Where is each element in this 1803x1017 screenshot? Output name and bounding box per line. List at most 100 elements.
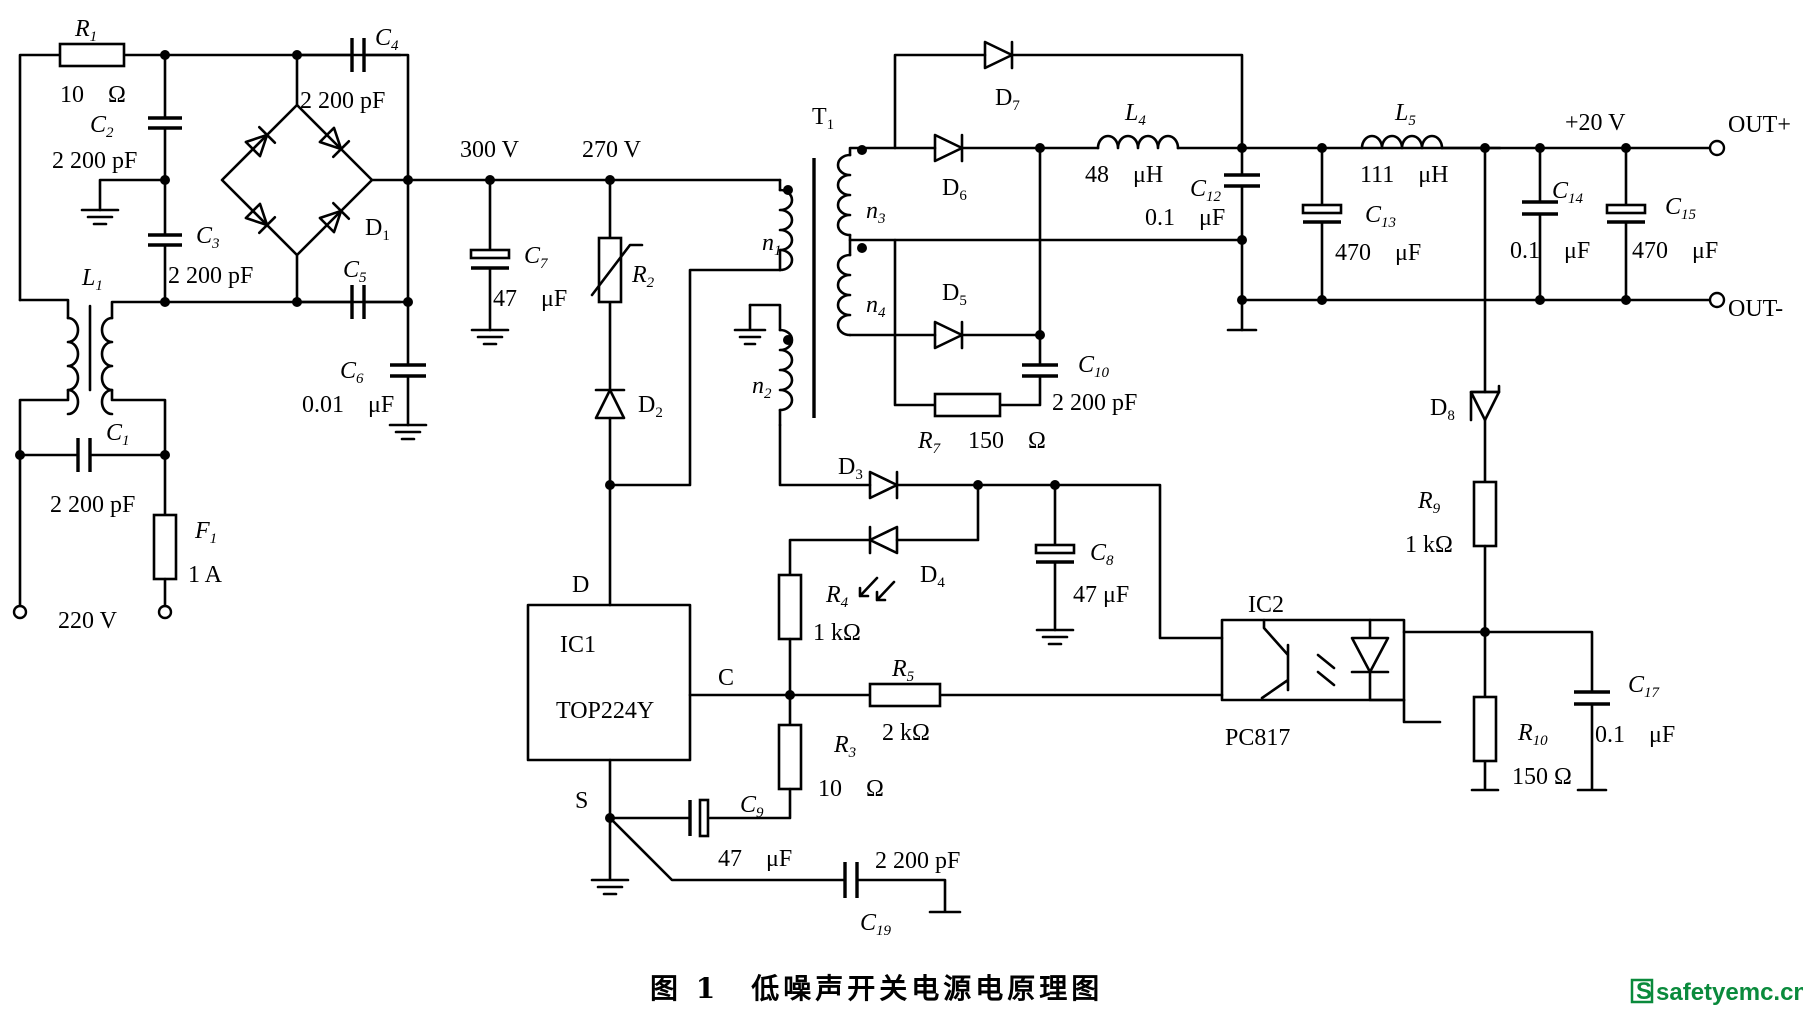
svg-text:C10: C10 bbox=[1078, 352, 1110, 381]
svg-text:R4: R4 bbox=[825, 582, 849, 611]
svg-text:C9: C9 bbox=[740, 792, 764, 821]
svg-text:C15: C15 bbox=[1665, 194, 1697, 223]
figure-caption: 图 1 低噪声开关电源电原理图 bbox=[650, 972, 1103, 1005]
svg-text:C13: C13 bbox=[1365, 202, 1396, 231]
out-plus-label: OUT+ bbox=[1728, 112, 1791, 138]
output-voltage-label: +20 V bbox=[1565, 110, 1626, 136]
ic1-part: TOP224Y bbox=[556, 698, 654, 724]
ic2-part: PC817 bbox=[1225, 725, 1290, 751]
value-F1: 1 A bbox=[188, 562, 223, 588]
optocoupler-IC2 bbox=[1220, 618, 1406, 702]
svg-text:D5: D5 bbox=[942, 280, 967, 309]
value-R9: 1 kΩ bbox=[1405, 532, 1453, 558]
watermark: S safetyemc.cn bbox=[1630, 978, 1803, 1006]
svg-text:R3: R3 bbox=[833, 732, 856, 761]
svg-text:C2: C2 bbox=[90, 112, 114, 141]
resistor-R10 bbox=[1472, 695, 1498, 763]
value-L4: 48 μH bbox=[1085, 162, 1163, 188]
value-C4: 2 200 pF bbox=[300, 88, 385, 114]
svg-text:C3: C3 bbox=[196, 223, 220, 252]
svg-text:C6: C6 bbox=[340, 358, 364, 387]
svg-text:n1: n1 bbox=[762, 230, 782, 259]
value-C6: 0.01 μF bbox=[302, 392, 394, 418]
watermark-logo-icon bbox=[1630, 978, 1654, 1004]
svg-text:C14: C14 bbox=[1552, 178, 1584, 207]
value-R7: 150 Ω bbox=[968, 428, 1046, 454]
svg-text:R1: R1 bbox=[74, 16, 97, 45]
ic1-name: IC1 bbox=[560, 632, 596, 658]
secondary-output bbox=[848, 40, 1726, 418]
svg-text:R5: R5 bbox=[891, 656, 915, 685]
svg-text:n2: n2 bbox=[752, 373, 772, 402]
svg-text:C19: C19 bbox=[860, 910, 892, 939]
value-C10: 2 200 pF bbox=[1052, 390, 1137, 416]
resistor-R9 bbox=[1472, 480, 1498, 548]
bus-300v-label: 300 V bbox=[460, 137, 520, 163]
svg-text:D4: D4 bbox=[920, 562, 945, 591]
value-R4: 1 kΩ bbox=[813, 620, 861, 646]
svg-text:C7: C7 bbox=[524, 243, 549, 272]
input-filter bbox=[12, 42, 402, 620]
ac-input-label: 220 V bbox=[58, 608, 118, 634]
svg-text:C17: C17 bbox=[1628, 672, 1661, 701]
ic1-pin-s: S bbox=[575, 788, 588, 814]
svg-text:L4: L4 bbox=[1124, 100, 1146, 129]
value-R1: 10 Ω bbox=[60, 82, 126, 108]
ic1-pin-d: D bbox=[572, 572, 589, 598]
fuse-F1 bbox=[152, 513, 178, 581]
resistor-R5 bbox=[868, 682, 942, 708]
value-R10: 150 Ω bbox=[1512, 764, 1572, 790]
svg-text:C8: C8 bbox=[1090, 540, 1114, 569]
ic2-name: IC2 bbox=[1248, 592, 1284, 618]
hv-bus bbox=[370, 175, 782, 607]
out-plus-terminal bbox=[1708, 139, 1726, 157]
svg-text:F1: F1 bbox=[194, 518, 217, 547]
resistor-R7 bbox=[933, 392, 1002, 418]
feedback-network bbox=[608, 146, 1610, 838]
bus-270v-label: 270 V bbox=[582, 137, 642, 163]
value-L5: 111 μH bbox=[1360, 162, 1448, 188]
value-C17: 0.1 μF bbox=[1595, 722, 1675, 748]
svg-text:R10: R10 bbox=[1517, 720, 1548, 749]
svg-text:D2: D2 bbox=[638, 392, 663, 421]
svg-text:D7: D7 bbox=[995, 85, 1020, 114]
svg-text:D8: D8 bbox=[1430, 395, 1455, 424]
value-C2: 2 200 pF bbox=[52, 148, 137, 174]
value-C12: 0.1 μF bbox=[1145, 205, 1225, 231]
watermark-text: safetyemc.cn bbox=[1656, 979, 1803, 1006]
svg-text:R2: R2 bbox=[631, 262, 655, 291]
out-minus-terminal bbox=[1708, 291, 1726, 309]
resistor-R3 bbox=[777, 723, 803, 791]
value-C3: 2 200 pF bbox=[168, 263, 253, 289]
svg-text:C1: C1 bbox=[106, 420, 130, 449]
svg-text:S: S bbox=[1636, 978, 1652, 1005]
svg-text:n4: n4 bbox=[866, 292, 886, 321]
resistor-R4 bbox=[777, 573, 803, 641]
value-C19: 2 200 pF bbox=[875, 848, 960, 874]
svg-text:C12: C12 bbox=[1190, 176, 1222, 205]
resistor-R1 bbox=[58, 42, 126, 68]
value-C9: 47 μF bbox=[718, 846, 792, 872]
value-C7: 47 μF bbox=[493, 286, 567, 312]
ic1-body bbox=[526, 603, 692, 762]
label-R1: R bbox=[74, 16, 90, 42]
value-C14: 0.1 μF bbox=[1510, 238, 1590, 264]
svg-text:L1: L1 bbox=[81, 265, 103, 294]
value-C1: 2 200 pF bbox=[50, 492, 135, 518]
svg-text:D6: D6 bbox=[942, 175, 967, 204]
labels: R1 10 Ω C2 2 200 pF C3 2 200 pF C4 2 200… bbox=[50, 16, 1791, 939]
ac-terminal-left bbox=[12, 604, 28, 620]
ac-terminal-right bbox=[157, 604, 173, 620]
svg-text:C4: C4 bbox=[375, 25, 399, 54]
out-minus-label: OUT- bbox=[1728, 296, 1783, 322]
value-C8: 47 μF bbox=[1073, 582, 1129, 608]
svg-text:D3: D3 bbox=[838, 454, 863, 483]
svg-text:R9: R9 bbox=[1417, 488, 1441, 517]
svg-text:R7: R7 bbox=[917, 428, 942, 457]
ic1-pin-c: C bbox=[718, 665, 734, 691]
value-C15: 470 μF bbox=[1632, 238, 1718, 264]
value-R3: 10 Ω bbox=[818, 776, 884, 802]
svg-text:D1: D1 bbox=[365, 215, 390, 244]
svg-text:T1: T1 bbox=[812, 104, 834, 133]
